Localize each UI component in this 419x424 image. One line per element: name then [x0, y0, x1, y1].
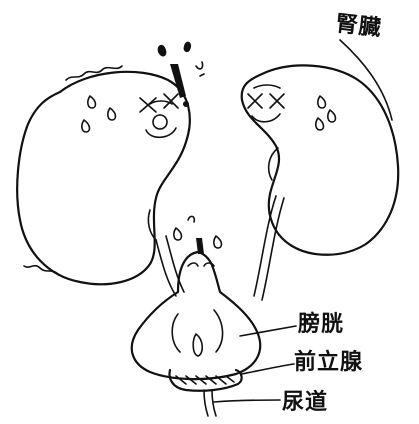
ureters	[155, 195, 285, 301]
leader-line-kidney	[339, 39, 393, 121]
right-kidney	[240, 64, 400, 256]
right-kidney-face	[247, 84, 285, 123]
left-kidney-distress-marks	[157, 41, 205, 107]
bladder-sweat-drops	[173, 215, 223, 254]
label-prostate: 前立腺	[294, 350, 364, 375]
leader-lines	[213, 39, 393, 403]
right-kidney-sweat-drops	[315, 95, 337, 131]
leader-line-prostate	[241, 363, 295, 375]
left-kidney-sweat-drops	[81, 95, 117, 133]
leader-line-bladder	[239, 325, 297, 337]
left-kidney	[16, 41, 205, 286]
bladder-face	[171, 262, 224, 357]
prostate	[168, 368, 243, 392]
label-urethra: 尿道	[282, 390, 329, 415]
left-kidney-face	[139, 93, 179, 139]
bladder	[130, 215, 262, 381]
urethra	[203, 389, 217, 417]
leader-line-urethra	[213, 399, 281, 403]
label-bladder: 膀胱	[298, 312, 345, 337]
label-kidney: 腎臓	[334, 11, 383, 42]
